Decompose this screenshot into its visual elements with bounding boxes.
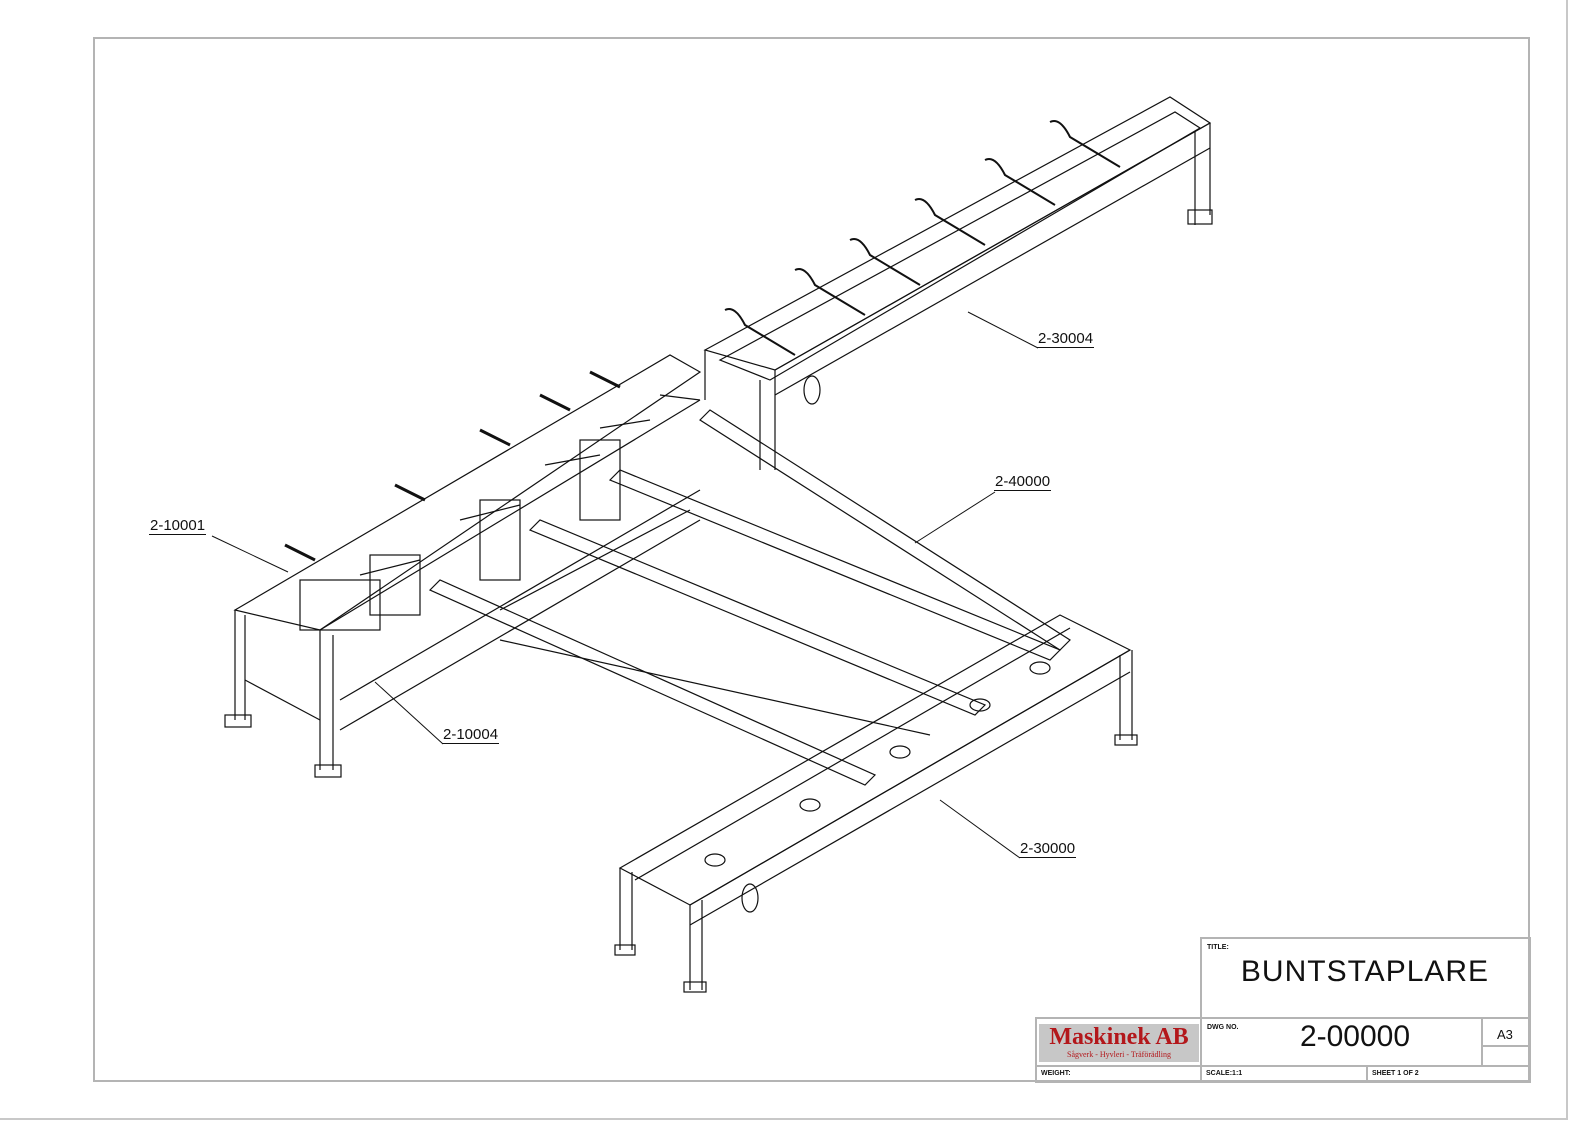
page-edge xyxy=(0,0,1568,1120)
sheet-cell xyxy=(1366,1065,1531,1083)
drawing-title: BUNTSTAPLARE xyxy=(1240,955,1490,988)
callout-2-40000: 2-40000 xyxy=(994,473,1052,491)
callout-2-10004: 2-10004 xyxy=(442,726,500,744)
callout-2-10001: 2-10001 xyxy=(149,517,207,535)
upper-conveyor-2-30004 xyxy=(703,96,1213,470)
transfer-arms-2-40000 xyxy=(359,394,1071,786)
callout-leaders xyxy=(211,311,1039,859)
drawing-number: 2-00000 xyxy=(1299,1020,1411,1053)
lower-conveyor-2-30000 xyxy=(614,614,1138,993)
weight-label: WEIGHT: xyxy=(1041,1070,1071,1077)
callout-2-30000: 2-30000 xyxy=(1019,840,1077,858)
left-frame-2-10001 xyxy=(224,354,702,778)
sheet-size: A3 xyxy=(1497,1027,1513,1042)
dwg-no-label: DWG NO. xyxy=(1207,1024,1239,1031)
company-logo: Maskinek AB Sågverk - Hyvleri - Träföräd… xyxy=(1039,1024,1199,1062)
drawing-border xyxy=(93,37,1530,1082)
callout-2-30004: 2-30004 xyxy=(1037,330,1095,348)
rev-cell xyxy=(1481,1045,1531,1067)
sheet-label: SHEET 1 OF 2 xyxy=(1372,1070,1419,1077)
scale-label: SCALE:1:1 xyxy=(1206,1070,1243,1077)
company-tagline: Sågverk - Hyvleri - Träförädling xyxy=(1067,1050,1171,1059)
company-name: Maskinek AB xyxy=(1049,1024,1189,1050)
title-label: TITLE: xyxy=(1207,944,1229,951)
